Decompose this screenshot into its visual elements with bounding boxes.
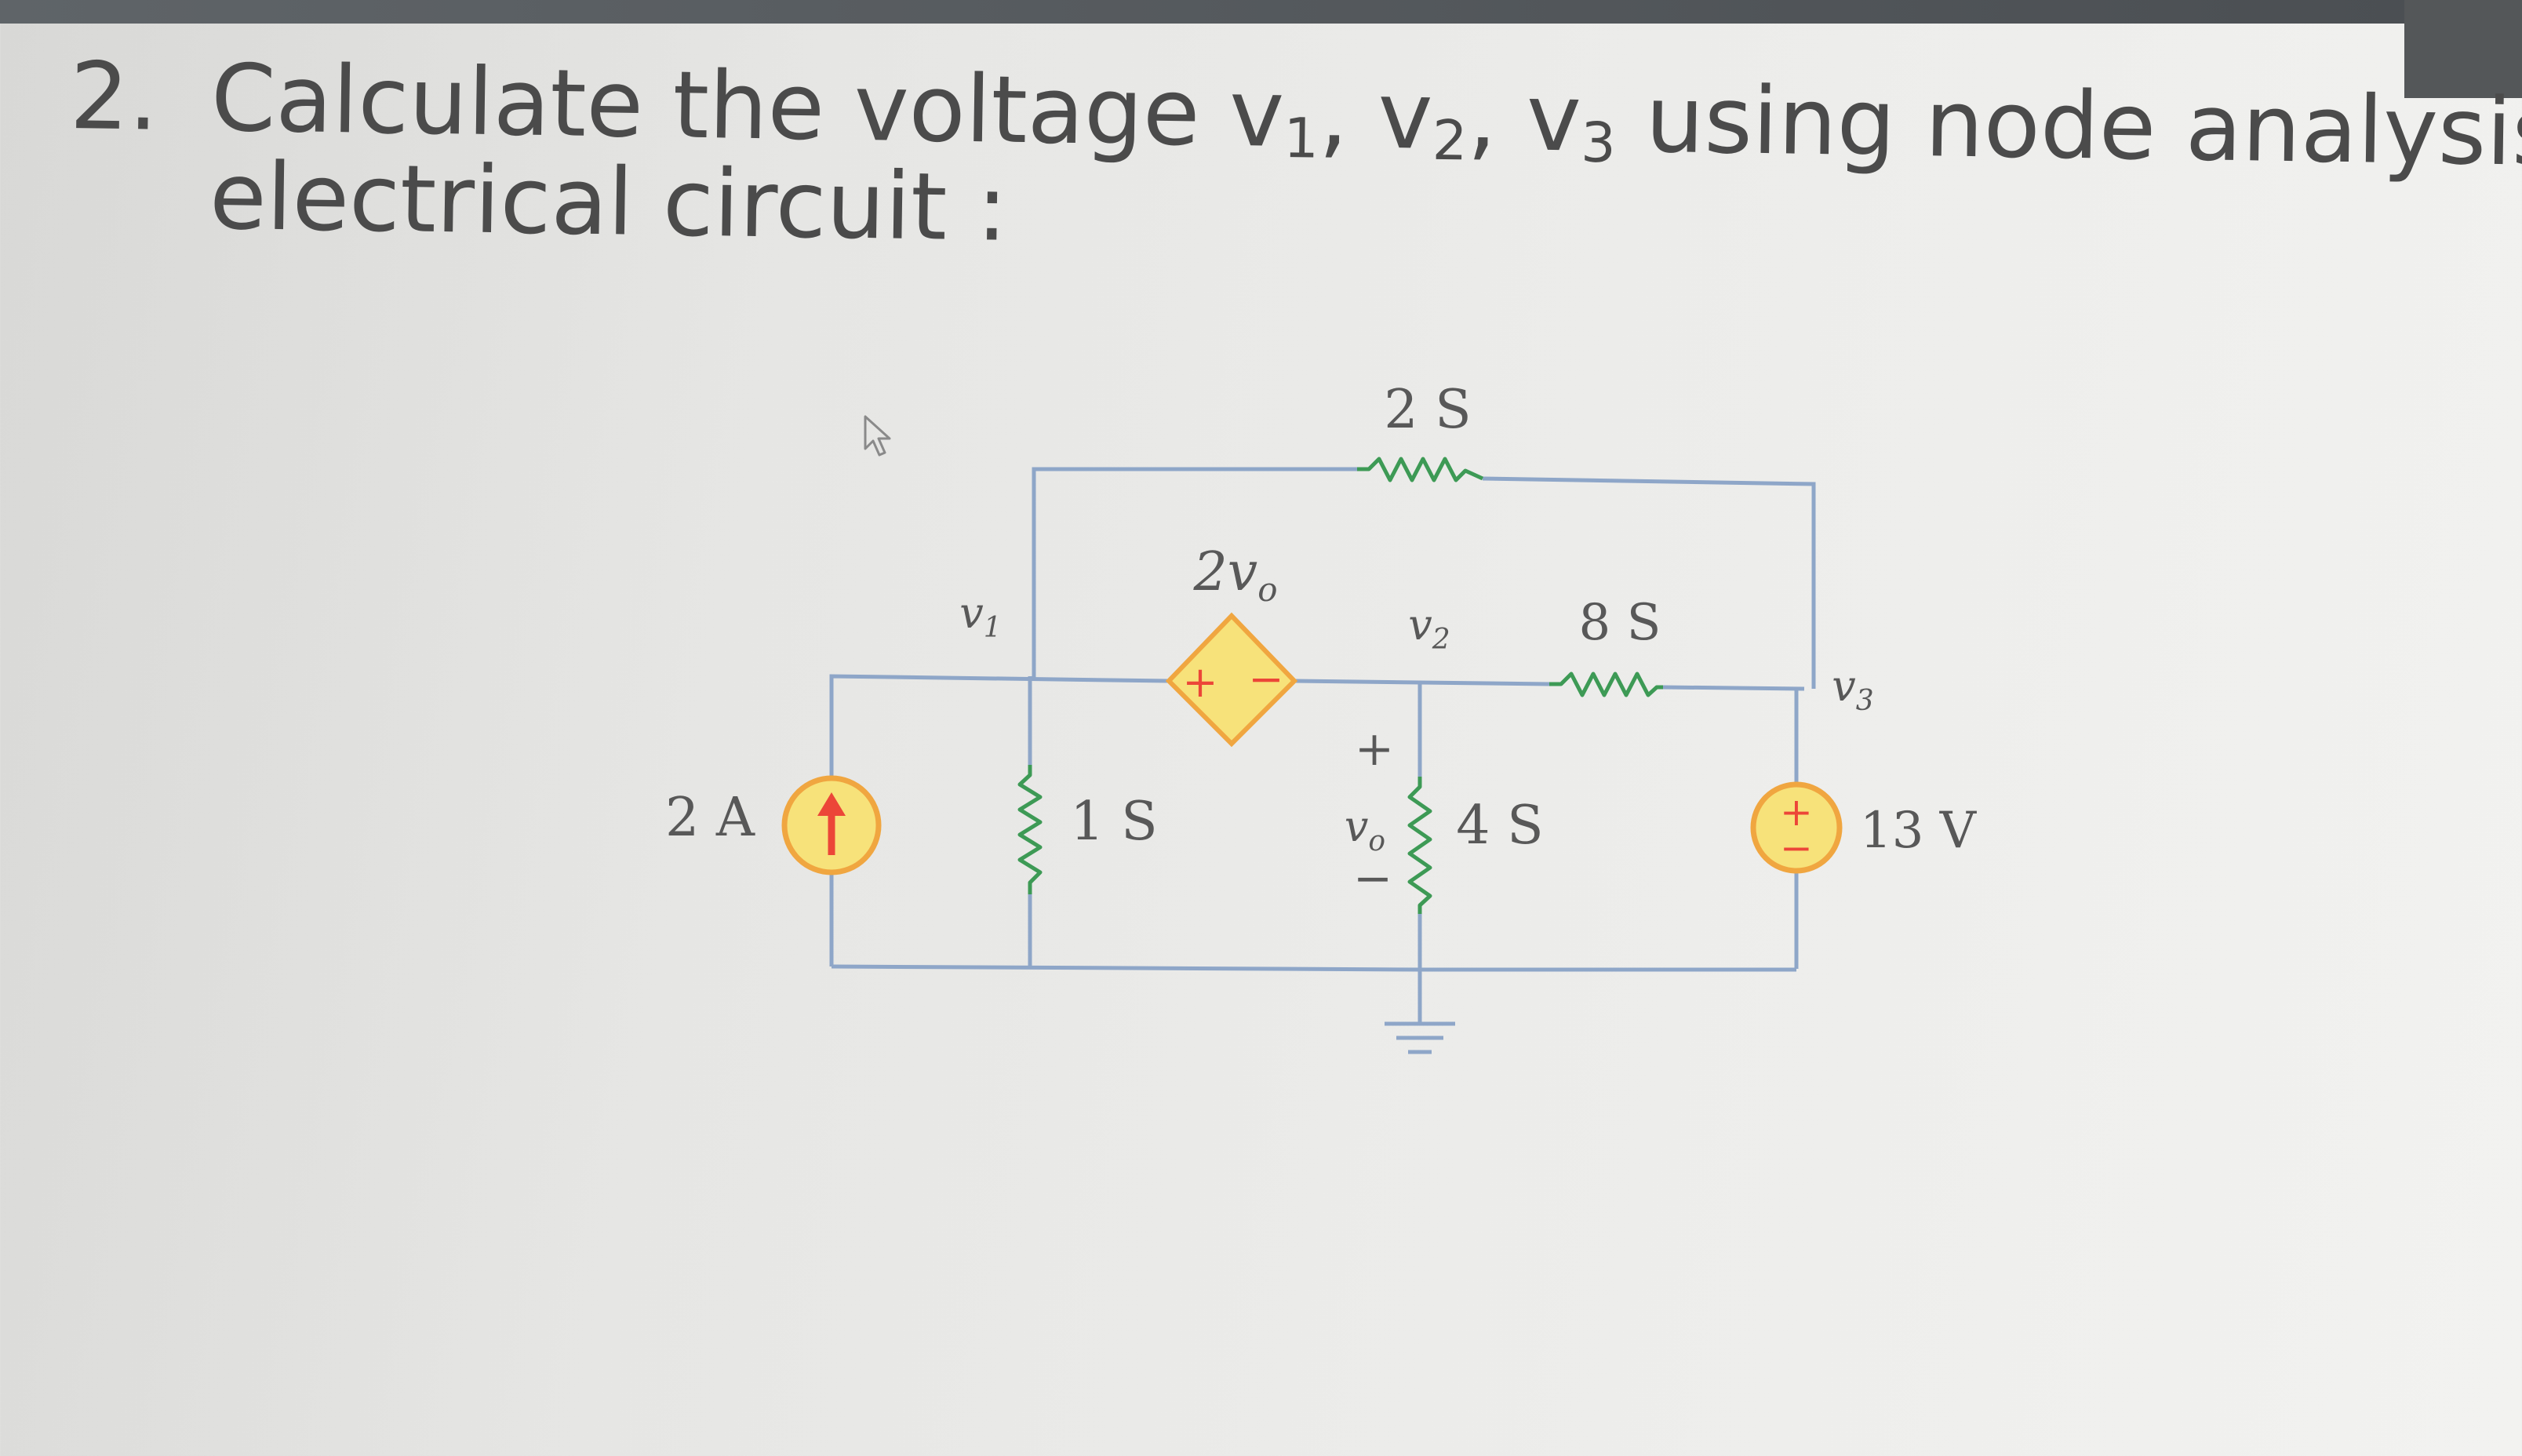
dependent-source-icon: + − — [1165, 612, 1298, 748]
voltage-source-icon: + − — [1750, 781, 1843, 874]
voltage-source-minus: − — [1780, 825, 1813, 871]
circuit-wires — [829, 467, 1816, 1024]
current-source-icon — [781, 775, 882, 875]
vo-minus: − — [1353, 851, 1392, 906]
resistor-1s — [1017, 765, 1043, 894]
node-label-v1: v1 — [959, 588, 1001, 644]
label-2s: 2 S — [1384, 379, 1471, 441]
dependent-source-plus: + — [1182, 657, 1217, 707]
mouse-pointer-icon — [864, 415, 891, 457]
node-label-v3: v3 — [1832, 661, 1873, 717]
voltage-source-plus: + — [1780, 789, 1813, 835]
wire-top-loop — [1032, 467, 1357, 679]
ground-icon — [1385, 1021, 1455, 1054]
label-1s: 1 S — [1070, 791, 1157, 853]
wire-bottom — [831, 964, 1796, 972]
label-4s: 4 S — [1456, 795, 1543, 857]
wire-left-mid — [829, 674, 1170, 792]
label-dependent-source: 2vo — [1193, 541, 1278, 609]
wire-top-right — [1482, 476, 1816, 689]
node-label-v2: v2 — [1408, 600, 1450, 656]
resistor-2s — [1357, 457, 1484, 482]
top-right-dark-corner — [2404, 0, 2522, 98]
label-8s: 8 S — [1579, 594, 1661, 652]
vo-label: vo — [1345, 802, 1385, 857]
top-dark-bar — [0, 0, 2522, 24]
dependent-source-minus: − — [1248, 654, 1283, 704]
wire-8s-to-v3 — [1662, 685, 1805, 691]
resistor-4s — [1407, 777, 1432, 914]
label-2a: 2 A — [665, 787, 755, 849]
resistor-8s — [1549, 672, 1663, 697]
vo-plus: + — [1355, 722, 1394, 777]
label-13v: 13 V — [1860, 802, 1978, 860]
